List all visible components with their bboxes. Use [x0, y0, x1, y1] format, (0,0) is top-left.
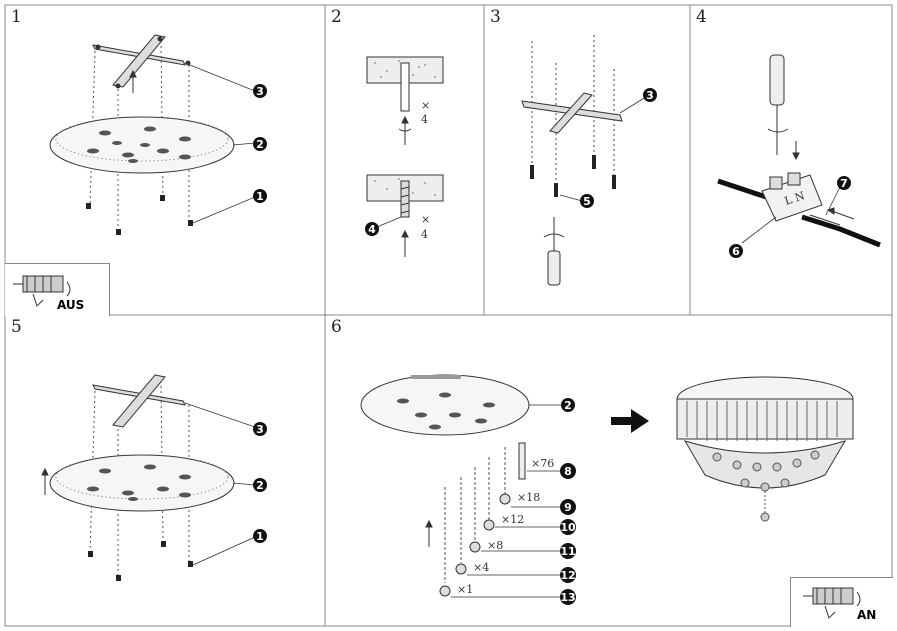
part-quantity: ×76	[531, 457, 554, 470]
part-quantity: ×12	[501, 513, 524, 526]
part-quantity: ×18	[517, 491, 540, 504]
callout-number: 1	[256, 190, 264, 203]
callout-number: 9	[564, 501, 572, 514]
crystal-prism-icon	[518, 442, 526, 480]
callout-number: 3	[256, 85, 264, 98]
terminal-switch-icon	[13, 275, 71, 307]
step-2-illustration: × 4 × 4 4	[365, 56, 444, 257]
callout-number: 13	[560, 591, 575, 604]
callout-number: 6	[732, 245, 740, 258]
step-number: 1	[11, 7, 22, 27]
mounting-bracket-icon	[92, 374, 186, 428]
switch-off-label: AUS	[57, 298, 85, 312]
terminal-switch-icon	[803, 587, 861, 619]
step-3-illustration: 3 5	[521, 35, 657, 286]
power-switch-inset: AUS	[5, 263, 110, 316]
panel-step-2: 2 × 4 × 4 4	[325, 5, 484, 315]
step-number: 5	[11, 317, 22, 337]
power-switch-inset: AN	[790, 577, 893, 627]
terminal-block-icon	[761, 172, 823, 222]
part-quantity: ×8	[487, 539, 503, 552]
multiply-sign: ×	[421, 99, 430, 112]
step-1-illustration: 3 2 1	[49, 34, 267, 235]
finished-chandelier-icon	[676, 376, 854, 522]
callout-number: 11	[560, 545, 575, 558]
canopy-disc-icon	[49, 116, 235, 174]
panel-step-3: 3 3 5	[484, 5, 690, 315]
callout-number: 3	[256, 423, 264, 436]
screwdriver-icon	[769, 54, 785, 155]
mounting-bracket-icon	[92, 34, 191, 89]
terminal-label: L N	[783, 189, 807, 208]
callout-number: 1	[256, 530, 264, 543]
callout-number: 4	[368, 223, 376, 236]
panel-step-5: 5	[5, 315, 325, 626]
callout-number: 10	[560, 521, 576, 534]
quantity-label: 4	[421, 113, 428, 126]
screwdriver-icon	[547, 217, 561, 286]
ceiling-block-icon	[366, 56, 444, 202]
arrow-right-icon	[611, 409, 649, 433]
callout-number: 3	[646, 89, 654, 102]
callout-number: 2	[256, 138, 264, 151]
step-5-illustration: 3 2 1	[41, 374, 267, 581]
step-number: 3	[490, 7, 501, 27]
canopy-disc-icon	[49, 454, 235, 512]
callout-number: 12	[560, 569, 575, 582]
callout-number: 8	[564, 465, 572, 478]
wall-anchor-icon	[400, 180, 410, 218]
mounting-bracket-icon	[521, 92, 623, 134]
quantity-label: 4	[421, 228, 428, 241]
switch-on-label: AN	[857, 608, 877, 622]
callout-number: 2	[256, 479, 264, 492]
step-number: 6	[331, 317, 342, 337]
crystal-strand-icon	[444, 447, 506, 583]
canopy-disc-icon	[360, 374, 530, 436]
step-number: 4	[696, 7, 707, 27]
panel-step-1: 1	[5, 5, 325, 316]
part-quantity: ×1	[457, 583, 473, 596]
multiply-sign: ×	[421, 213, 430, 226]
panel-step-6: 6 2	[325, 315, 893, 627]
callout-number: 5	[583, 195, 591, 208]
callout-number: 2	[564, 399, 572, 412]
step-6-illustration: 2 ×76 ×18 ×12 ×8 ×4 ×1	[360, 374, 854, 605]
panel-step-4: 4 L N 7 6	[690, 5, 892, 315]
step-number: 2	[331, 7, 342, 27]
part-quantity: ×4	[473, 561, 489, 574]
callout-number: 7	[840, 177, 848, 190]
step-4-illustration: L N 7 6	[717, 54, 881, 258]
